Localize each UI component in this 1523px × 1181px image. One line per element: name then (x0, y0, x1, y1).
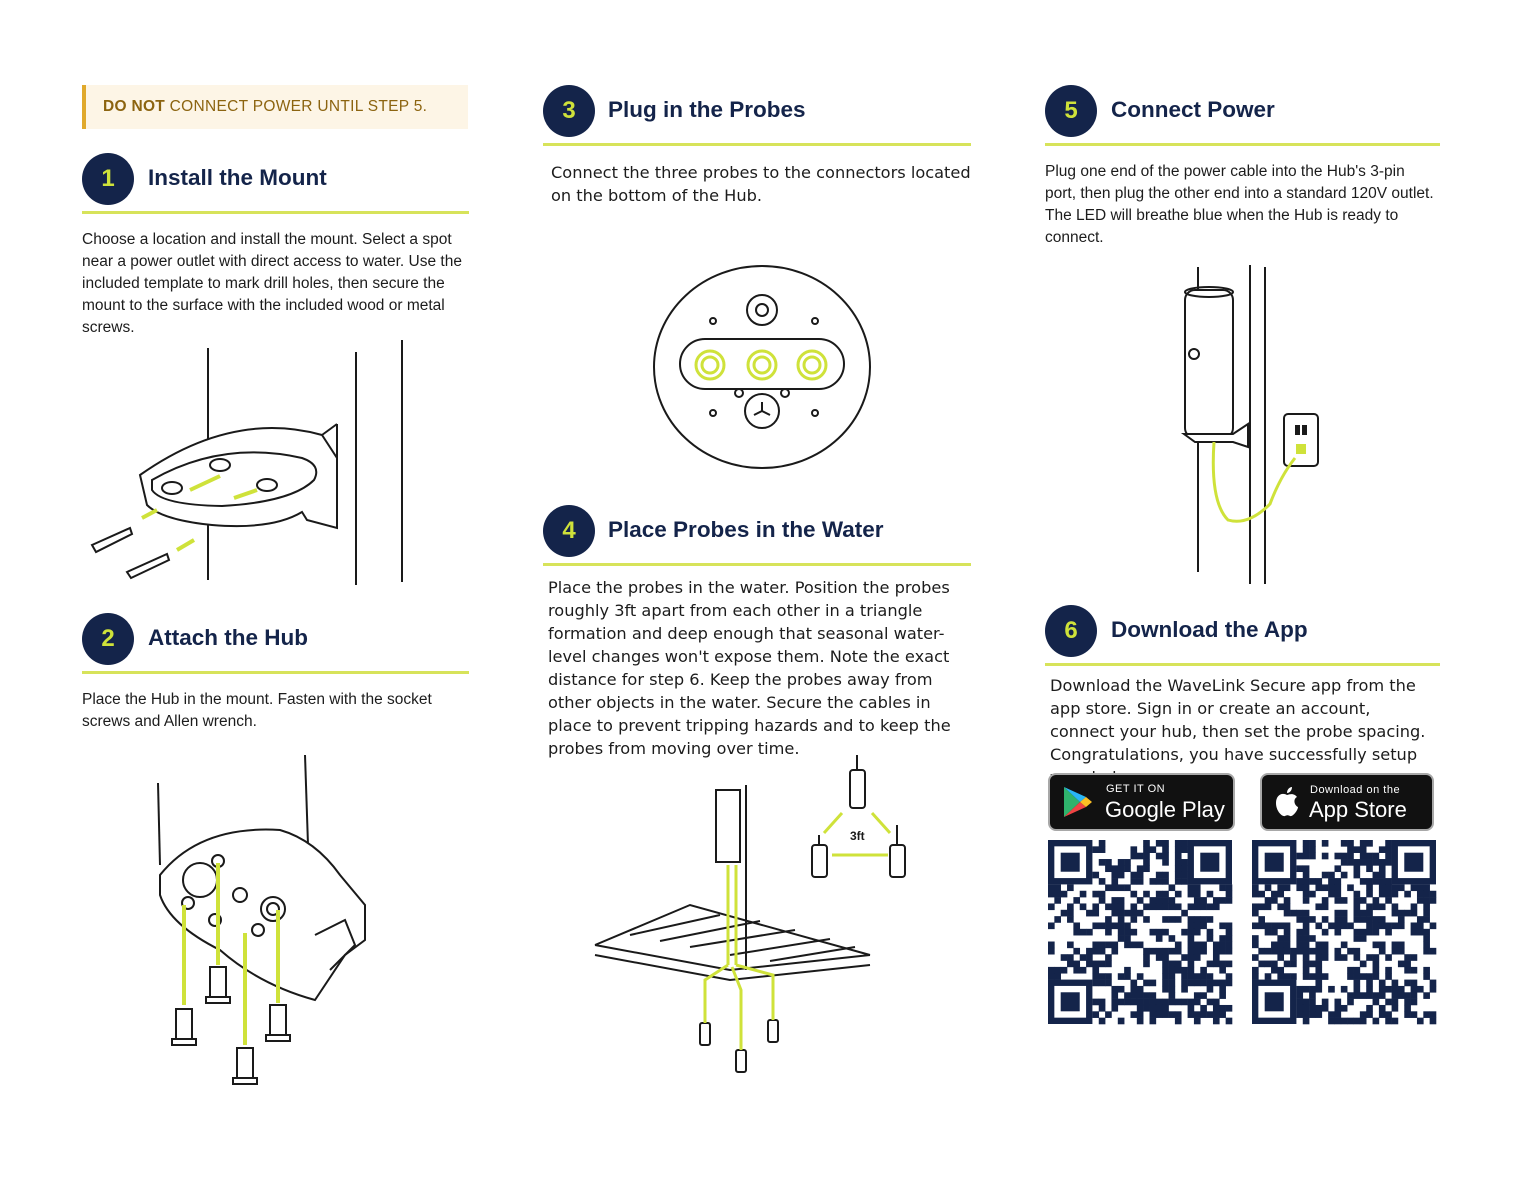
power-warning: DO NOT CONNECT POWER UNTIL STEP 5. (82, 85, 468, 129)
app-store-big: App Store (1309, 797, 1407, 822)
step-4-badge: 4 (543, 505, 595, 557)
step-4-text: Place the probes in the water. Position … (548, 578, 951, 758)
warning-strong: DO NOT (103, 98, 166, 115)
step-5-title: Connect Power (1111, 97, 1275, 122)
google-play-badge[interactable]: GET IT ON Google Play (1048, 773, 1235, 831)
qr-code-google-play[interactable] (1048, 840, 1233, 1025)
app-store-badge[interactable]: Download on the App Store (1260, 773, 1434, 831)
step-5-rule (1045, 143, 1440, 146)
step-6-rule (1045, 663, 1440, 666)
step-5-text: Plug one end of the power cable into the… (1045, 163, 1434, 246)
power-illustration (1180, 265, 1319, 584)
apple-icon (1276, 787, 1298, 817)
step-4-rule (543, 563, 971, 566)
app-store-small: Download on the (1310, 784, 1401, 796)
hub-attach-illustration (157, 754, 366, 1085)
qr-code-app-store[interactable] (1252, 840, 1437, 1025)
probe-spacing-label: 3ft (850, 829, 865, 843)
step-1-text: Choose a location and install the mount.… (82, 231, 462, 336)
warning-rest: CONNECT POWER UNTIL STEP 5. (165, 98, 428, 115)
step-6-title: Download the App (1111, 617, 1308, 642)
step-2-title: Attach the Hub (148, 625, 308, 650)
step-2-badge: 2 (82, 613, 134, 665)
google-play-small: GET IT ON (1106, 783, 1166, 795)
google-play-big: Google Play (1105, 797, 1225, 822)
probes-water-illustration: 3ft (594, 755, 906, 1073)
step-3-text: Connect the three probes to the connecto… (551, 163, 971, 205)
step-2-rule (82, 671, 469, 674)
step-4-title: Place Probes in the Water (608, 517, 884, 542)
hub-bottom-illustration (653, 265, 871, 469)
step-3-title: Plug in the Probes (608, 97, 806, 122)
step-5-badge: 5 (1045, 85, 1097, 137)
google-play-icon (1064, 787, 1092, 817)
step-3-rule (543, 143, 971, 146)
step-2-text: Place the Hub in the mount. Fasten with … (82, 691, 432, 730)
step-3-badge: 3 (543, 85, 595, 137)
mount-illustration (90, 340, 403, 585)
step-1-badge: 1 (82, 153, 134, 205)
step-6-text: Download the WaveLink Secure app from th… (1050, 676, 1426, 787)
step-1-title: Install the Mount (148, 165, 327, 190)
step-6-badge: 6 (1045, 605, 1097, 657)
step-1-rule (82, 211, 469, 214)
